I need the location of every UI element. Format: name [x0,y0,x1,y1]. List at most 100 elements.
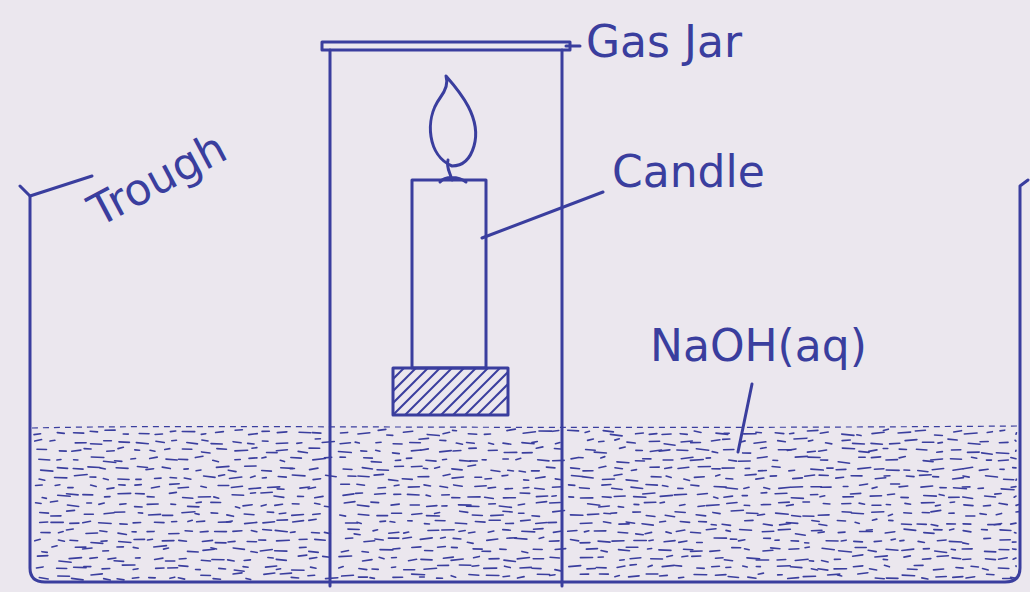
solution-dash [472,514,482,516]
solution-dash [722,524,730,525]
solution-dash [620,559,625,561]
solution-dash [1011,486,1016,488]
solution-dash [90,476,96,478]
solution-dash [466,505,478,507]
solution-dash [596,567,606,569]
solution-dash [712,565,720,567]
solution-dash [55,477,67,479]
solution-dash [603,431,613,432]
solution-dash [442,529,454,531]
solution-dash [139,433,149,435]
solution-dash [935,551,947,552]
solution-dash [67,494,79,495]
solution-dash [468,465,476,466]
solution-dash [663,459,673,461]
solution-dash [275,504,283,505]
solution-dash [51,501,58,502]
solution-dash [300,546,307,548]
solution-dash [842,447,854,449]
solution-dash [660,495,672,498]
solution-dash [356,492,363,494]
solution-dash [619,523,629,525]
solution-dash [872,519,876,520]
solution-dash [357,483,365,486]
solution-dash [777,565,790,567]
solution-dash [682,555,688,557]
solution-dash [211,548,217,549]
solution-dash [178,486,188,488]
solution-dash [818,569,828,570]
solution-dash [712,468,720,470]
solution-dash [372,568,378,570]
solution-dash [898,431,911,434]
solution-dash [212,559,224,561]
solution-dash [952,557,961,559]
solution-dash [809,560,813,562]
solution-dash [182,511,195,513]
solution-dash [482,459,486,461]
solution-dash [443,557,453,558]
solution-dash [155,433,162,435]
solution-dash [115,460,122,462]
solution-dash [520,492,530,494]
solution-dash [610,434,622,435]
solution-dash [532,515,539,517]
stand-hatching [393,368,508,415]
solution-dash [268,557,273,559]
solution-dash [922,558,930,560]
solution-dash [902,549,914,550]
solution-dash [274,496,284,497]
solution-dash [986,476,998,477]
solution-dash [899,448,906,450]
solution-dash [364,457,373,459]
solution-dash [650,466,659,468]
solution-dash [107,450,115,452]
solution-dash [651,558,663,560]
solution-dash [235,507,239,508]
solution-dash [42,551,47,553]
solution-dash [260,550,272,551]
solution-dash [215,542,226,544]
solution-dash [103,461,115,462]
solution-dash [58,540,64,541]
solution-dash [227,521,233,522]
solution-dash [951,549,955,551]
solution-dash [791,540,798,542]
solution-dash [502,474,508,476]
solution-dash [200,531,208,533]
solution-dash [357,505,369,506]
solution-dash [615,467,622,469]
solution-dash [277,539,290,541]
solution-dash [940,487,946,489]
solution-dash [953,488,966,489]
solution-dash [252,447,257,449]
solution-dash [248,443,254,445]
solution-dash [716,475,720,476]
solution-dash [694,574,707,576]
solution-dash [440,439,446,441]
solution-dash [312,532,320,534]
solution-dash [340,515,346,516]
solution-dash [150,457,158,458]
solution-dash [947,523,956,525]
solution-dash [276,568,280,570]
solution-dash [234,570,244,571]
solution-dash [474,556,480,557]
solution-dash [42,497,46,499]
solution-dash [822,561,828,562]
solution-dash [675,511,685,513]
solution-dash [811,486,821,488]
solution-dash [819,474,828,476]
solution-dash [588,504,600,505]
solution-dash [902,523,912,525]
part-label: Gas Jar [586,18,742,66]
solution-dash [761,447,767,450]
solution-dash [279,512,286,514]
solution-dash [762,530,773,532]
solution-dash [1015,479,1017,480]
solution-dash [149,577,156,579]
solution-dash [536,495,547,497]
solution-dash [602,478,614,480]
solution-dash [534,528,544,530]
solution-dash [70,539,78,541]
